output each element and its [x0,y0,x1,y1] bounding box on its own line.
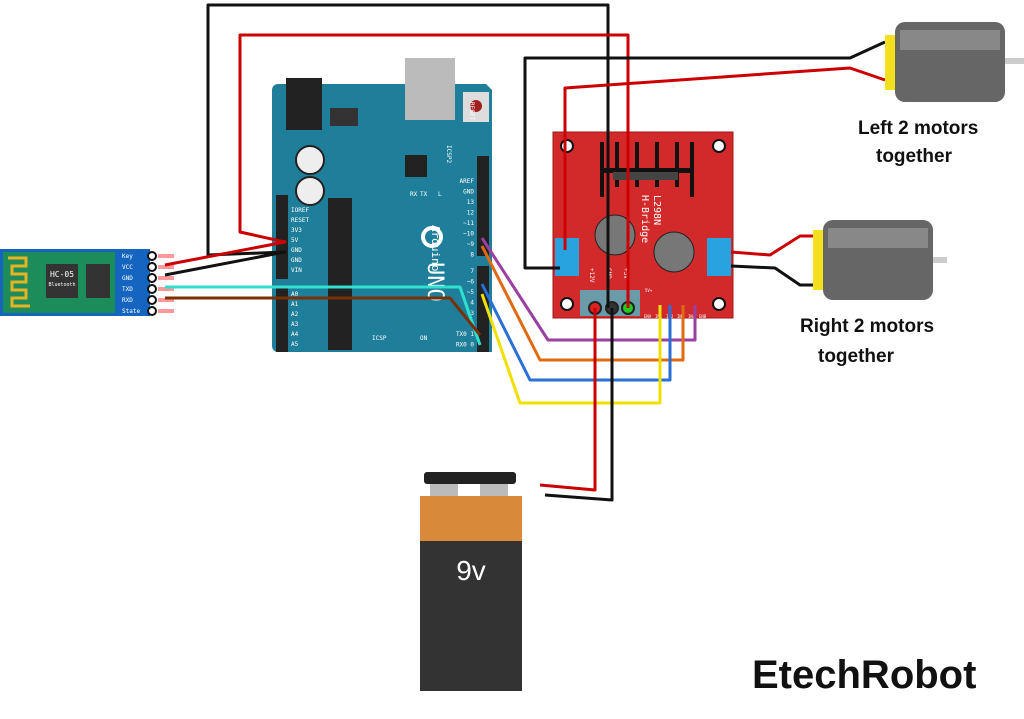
hc05-pin-label: State [122,308,140,315]
wire-right-motor-black [730,264,815,287]
digital-pin-label: ~10 [463,231,474,238]
hc05-pin-lead [158,254,174,258]
control-pin-label: ENA [644,314,652,319]
wire-yellow-pin5 [480,293,662,405]
hc05-pin [147,306,157,316]
hc05-pin-lead [158,265,174,269]
arduino-brand: Arduino [429,225,442,271]
digital-pin-label: 4 [470,300,474,307]
right-motor [813,220,947,300]
digital-pin-label: ~5 [467,289,475,296]
hc05-pin-label: TXD [122,286,133,293]
power-terminal-label: +12V [588,268,595,283]
hc05-pin-lead [158,276,174,280]
right-motors-label-2: together [818,346,895,367]
analog-pin-label: A2 [291,311,299,318]
wire-right-motor-red [730,234,815,257]
power-pin-label: 3V3 [291,227,302,234]
digital-pin-label: AREF [460,178,475,185]
left-motor [885,22,1024,102]
power-pin-label: 5V [291,237,299,244]
right-motors-label-1: Right 2 motors [800,316,934,337]
wire-battery-black [544,308,614,502]
hc05-pin [147,251,157,261]
wire-left-motor-red [563,66,886,250]
arduino-model: UNO [422,262,447,302]
arduino-uno: Arduino UNO RESET ICSP ICSP2 IOREF RESET 3… [272,58,492,352]
wire-brown-rxd [165,296,482,336]
control-pin-label: IN3 [677,314,685,319]
hc05-pin-label: RXD [122,297,133,304]
digital-pin-label: GND [463,189,474,196]
digital-pin-label: ~11 [463,220,474,227]
hc05-pin [147,273,157,283]
wires [164,3,886,502]
digital-pin-label: 13 [467,199,475,206]
hc05-pin [147,295,157,305]
digital-pin-label: TX0 1 [456,331,474,338]
wire-blue-pin6 [480,283,672,382]
digital-pin-label: 8 [470,252,474,259]
digital-pin-label: ~9 [467,241,475,248]
l-led-label: L [438,191,442,198]
analog-pin-label: A4 [291,331,299,338]
digital-pin-label: RX0 0 [456,342,474,349]
l298n-title: L298N [651,195,662,225]
hc05-sub: Bluetooth [48,282,75,288]
brand-watermark: EtechRobot [752,653,976,697]
hc05-pin-lead [158,309,174,313]
hc05-pin-label: VCC [122,264,133,271]
rx-led-label: RX [410,191,418,198]
tx-led-label: TX [420,191,428,198]
hc05-pin [147,284,157,294]
analog-pin-label: A5 [291,341,299,348]
digital-pin-label: ~6 [467,279,475,286]
hc05-pin-lead [158,298,174,302]
reset-label: RESET [468,102,475,120]
hc05-pin [147,262,157,272]
analog-pin-label: A1 [291,301,299,308]
analog-pin-label: A0 [291,291,299,298]
wire-red-5v [164,33,630,308]
control-pin-label: ENB [699,314,707,319]
power-terminal-label: +5V [622,268,629,279]
power-pin-label: IOREF [291,207,309,214]
wire-black-gnd [164,3,610,308]
wire-purple-pin10 [480,237,697,342]
hc05-pin-label: GND [122,275,133,282]
analog-pin-label: A3 [291,321,299,328]
left-motors-label-2: together [876,146,953,167]
hc05-name: HC-05 [50,270,74,279]
on-led-label: ON [420,335,428,342]
power-pin-label: GND [291,257,302,264]
icsp2-label: ICSP2 [445,145,452,163]
hc05-pin-lead [158,287,174,291]
hc05-pin-label: Key [122,253,133,260]
battery-9v: 9v [420,472,522,691]
wire-battery-red [539,308,597,492]
jumper-label: 5V+ [645,288,653,293]
digital-pin-label: 12 [467,210,475,217]
wire-left-motor-black [523,40,886,270]
control-pin-label: IN4 [688,314,696,319]
icsp-label: ICSP [372,335,387,342]
left-motors-label-1: Left 2 motors [858,118,978,139]
power-pin-label: RESET [291,217,309,224]
battery-label: 9v [456,555,486,586]
l298n-sub: H-Bridge [639,195,650,243]
power-pin-label: GND [291,247,302,254]
power-pin-label: VIN [291,267,302,274]
digital-pin-label: 7 [470,268,474,275]
